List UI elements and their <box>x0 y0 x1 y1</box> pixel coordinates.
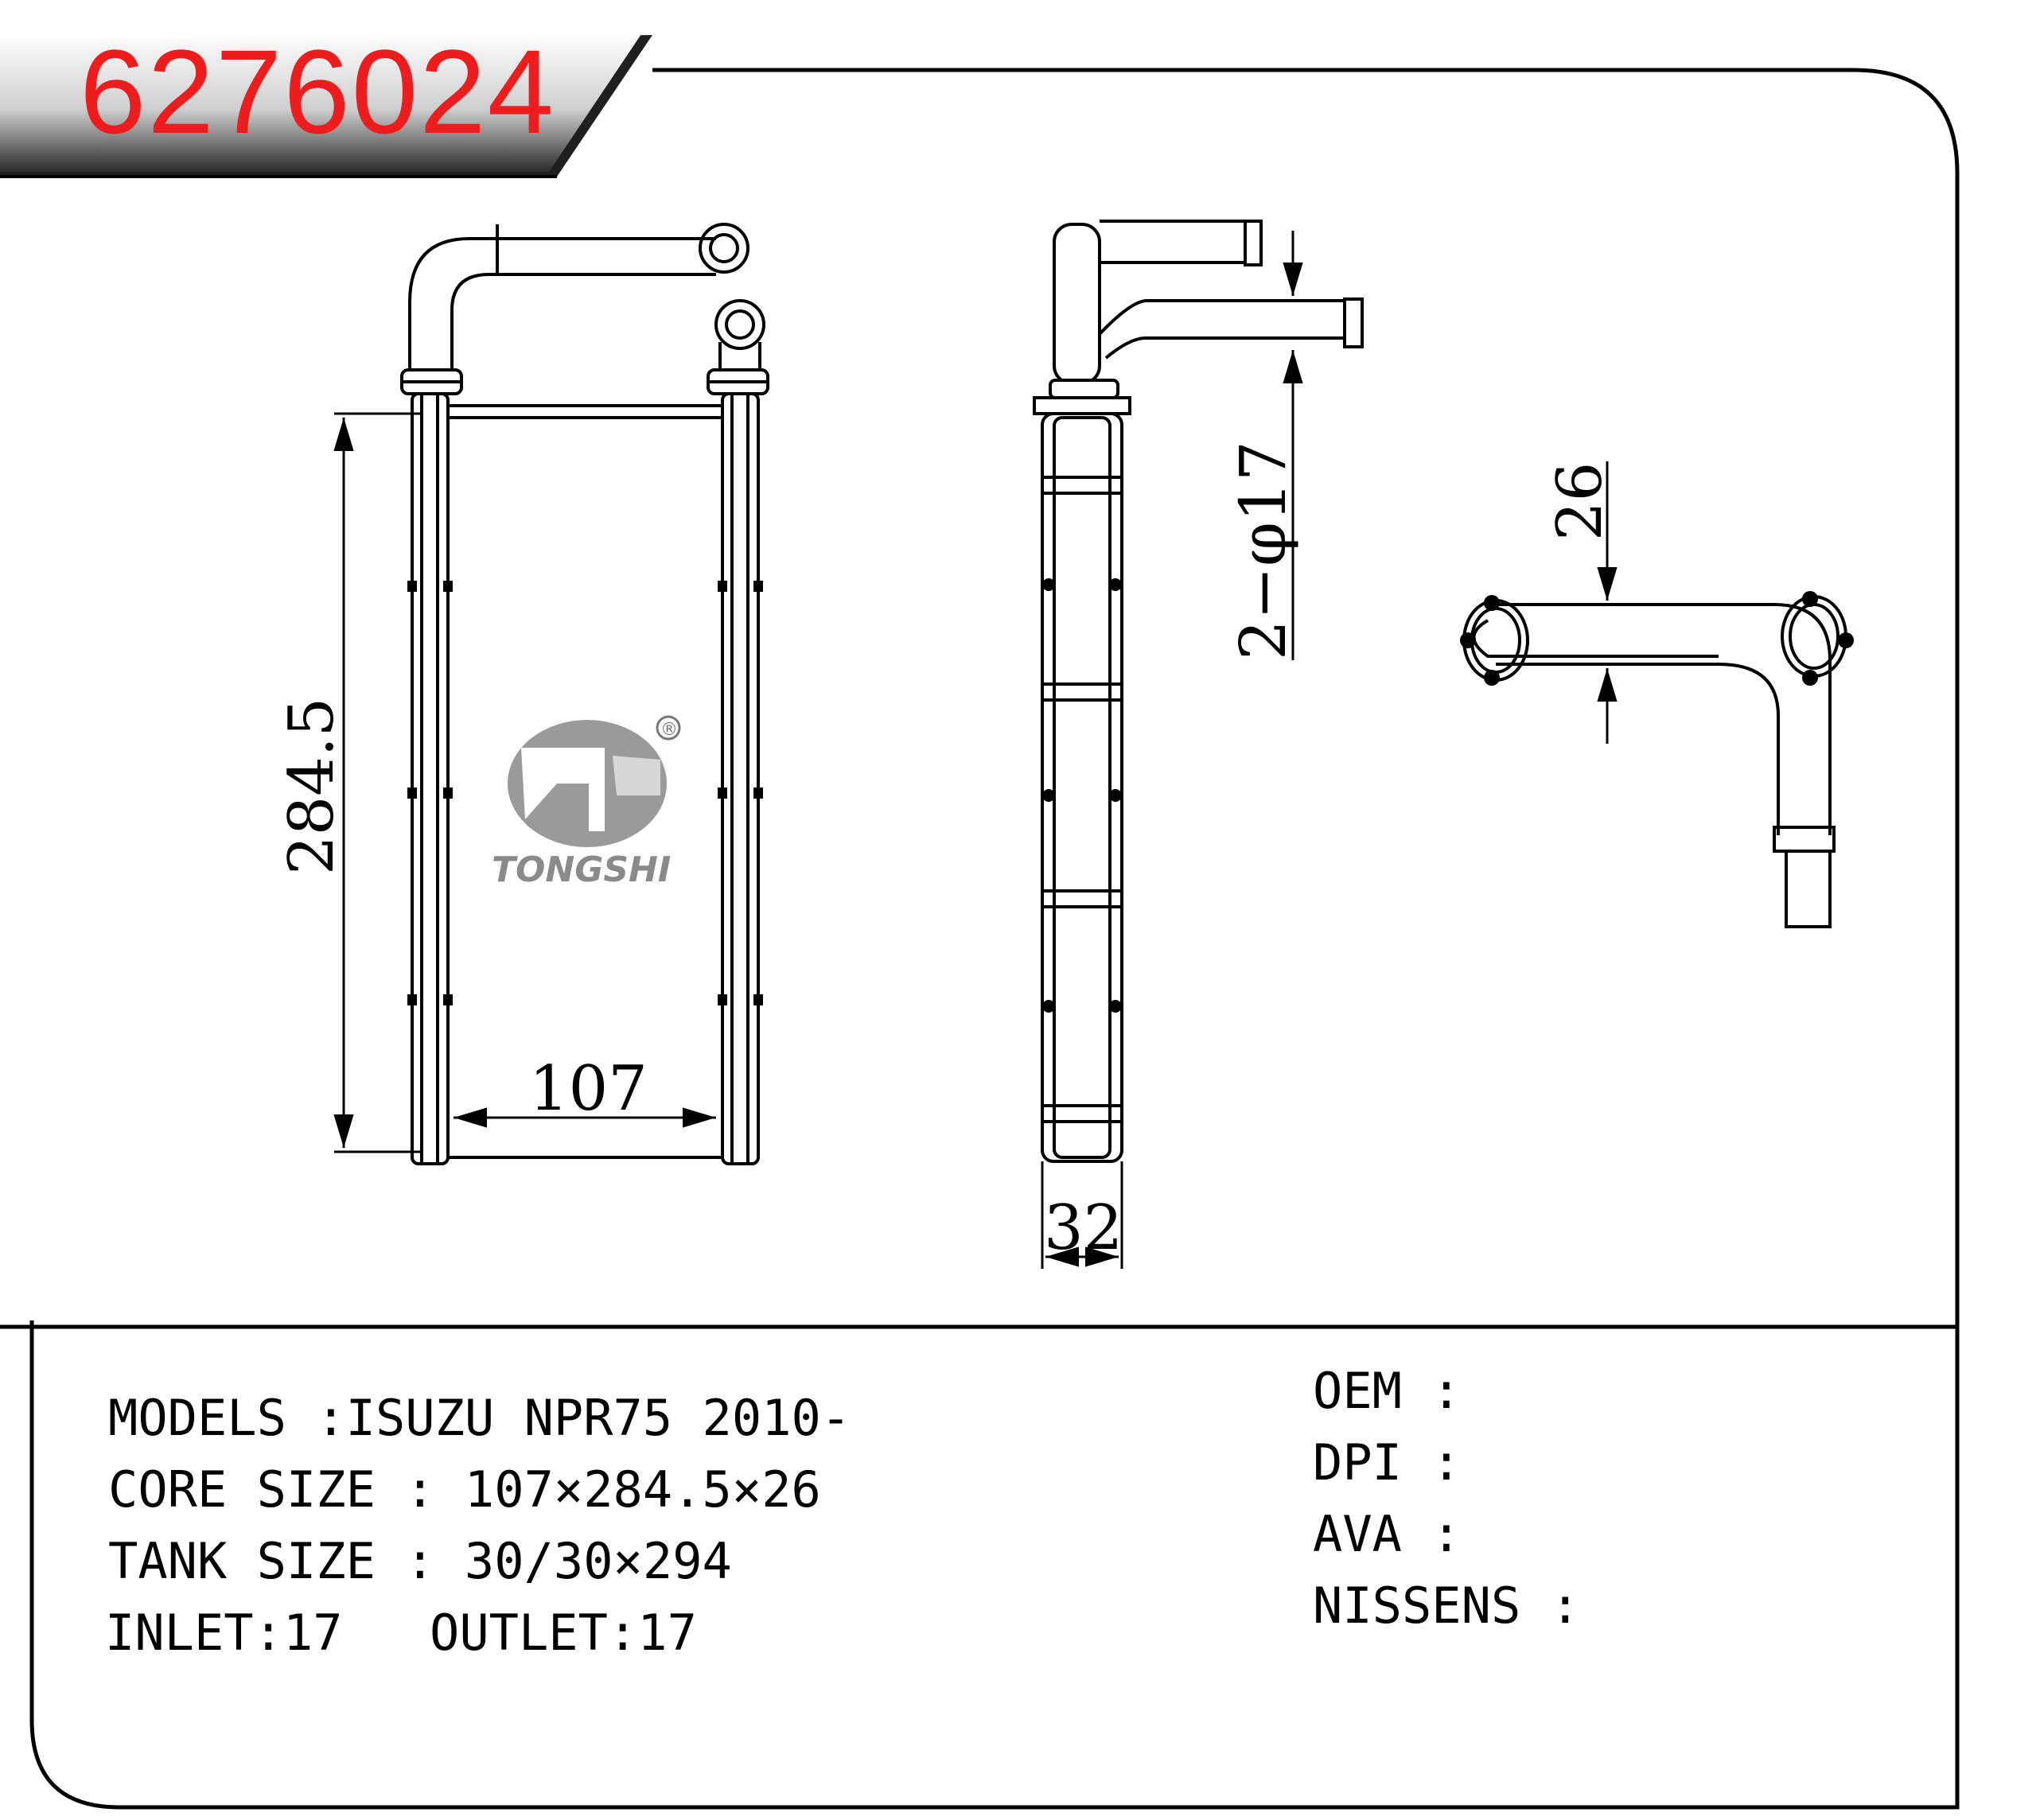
spec-tank-size: TANK SIZE : 30/30×294 <box>108 1532 732 1590</box>
pipe-label: 2−φ17 <box>1226 441 1300 660</box>
front-height-dimension <box>333 412 422 1153</box>
ref-nissens: NISSENS : <box>1313 1577 1580 1635</box>
front-width-label: 107 <box>529 1053 648 1125</box>
spec-core-size: CORE SIZE : 107×284.5×26 <box>108 1460 821 1519</box>
registered-mark: ® <box>660 720 678 740</box>
top-depth-label: 26 <box>1544 462 1616 541</box>
tongshi-logo: ® TONGSHI <box>492 715 681 890</box>
ref-ava: AVA : <box>1313 1505 1462 1563</box>
front-height-label: 284.5 <box>276 698 348 875</box>
logo-brand-text: TONGSHI <box>492 850 671 890</box>
top-view <box>1462 595 1847 928</box>
top-view-bolts <box>1460 591 1854 686</box>
side-thickness-dimension <box>1041 1161 1123 1269</box>
frame-border <box>29 68 1960 1810</box>
ref-oem: OEM : <box>1313 1362 1462 1420</box>
side-thickness-label: 32 <box>1044 1192 1123 1264</box>
spec-inlet: INLET:17 <box>105 1604 343 1662</box>
part-number-banner <box>0 32 652 178</box>
side-view-clips <box>1042 578 1122 1013</box>
front-view <box>400 223 769 1165</box>
spec-models: MODELS :ISUZU NPR75 2010- <box>108 1389 851 1447</box>
front-view-clips <box>407 581 763 1005</box>
side-view <box>1033 220 1364 1163</box>
ref-dpi: DPI : <box>1313 1433 1462 1491</box>
spec-outlet: OUTLET:17 <box>430 1604 697 1662</box>
part-number: 6276024 <box>80 25 555 158</box>
